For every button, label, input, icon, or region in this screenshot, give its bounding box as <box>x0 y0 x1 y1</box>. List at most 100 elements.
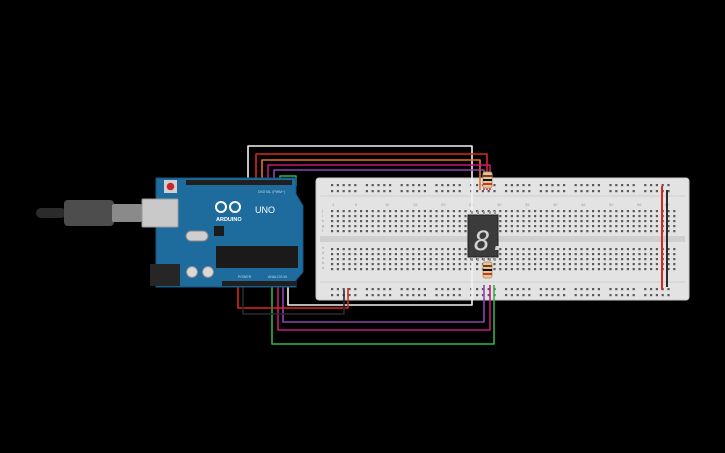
breadboard-hole[interactable] <box>348 258 351 261</box>
breadboard-hole[interactable] <box>371 294 374 297</box>
breadboard-hole[interactable] <box>412 220 415 223</box>
breadboard-hole[interactable] <box>418 184 421 187</box>
breadboard-hole[interactable] <box>400 248 403 251</box>
breadboard-hole[interactable] <box>348 225 351 228</box>
breadboard-hole[interactable] <box>505 225 508 228</box>
breadboard-hole[interactable] <box>539 215 542 218</box>
breadboard-hole[interactable] <box>429 210 432 213</box>
breadboard-hole[interactable] <box>534 258 537 261</box>
breadboard-hole[interactable] <box>667 253 670 256</box>
breadboard-hole[interactable] <box>661 294 664 297</box>
breadboard-hole[interactable] <box>597 258 600 261</box>
breadboard-hole[interactable] <box>563 268 566 271</box>
breadboard-hole[interactable] <box>516 294 519 297</box>
breadboard-hole[interactable] <box>592 253 595 256</box>
breadboard-hole[interactable] <box>336 210 339 213</box>
breadboard-hole[interactable] <box>557 230 560 233</box>
breadboard-hole[interactable] <box>621 215 624 218</box>
breadboard-hole[interactable] <box>365 288 368 291</box>
breadboard-hole[interactable] <box>568 248 571 251</box>
breadboard-hole[interactable] <box>667 230 670 233</box>
breadboard-hole[interactable] <box>383 253 386 256</box>
breadboard-hole[interactable] <box>423 210 426 213</box>
breadboard-hole[interactable] <box>597 230 600 233</box>
breadboard-hole[interactable] <box>563 253 566 256</box>
breadboard-hole[interactable] <box>545 230 548 233</box>
breadboard-hole[interactable] <box>429 230 432 233</box>
breadboard-hole[interactable] <box>394 268 397 271</box>
breadboard-hole[interactable] <box>487 190 490 193</box>
breadboard-hole[interactable] <box>673 215 676 218</box>
breadboard-hole[interactable] <box>406 263 409 266</box>
breadboard-hole[interactable] <box>563 220 566 223</box>
breadboard-hole[interactable] <box>377 263 380 266</box>
breadboard-hole[interactable] <box>441 263 444 266</box>
breadboard-hole[interactable] <box>441 210 444 213</box>
breadboard-hole[interactable] <box>551 220 554 223</box>
breadboard-hole[interactable] <box>435 220 438 223</box>
breadboard-hole[interactable] <box>360 225 363 228</box>
breadboard-hole[interactable] <box>365 215 368 218</box>
breadboard-hole[interactable] <box>452 288 455 291</box>
breadboard-hole[interactable] <box>563 294 566 297</box>
breadboard-hole[interactable] <box>342 288 345 291</box>
breadboard-hole[interactable] <box>360 215 363 218</box>
breadboard-hole[interactable] <box>452 253 455 256</box>
breadboard-hole[interactable] <box>429 263 432 266</box>
breadboard-hole[interactable] <box>365 268 368 271</box>
breadboard-hole[interactable] <box>458 184 461 187</box>
breadboard-hole[interactable] <box>447 215 450 218</box>
breadboard-hole[interactable] <box>342 220 345 223</box>
breadboard-hole[interactable] <box>597 184 600 187</box>
breadboard-hole[interactable] <box>412 184 415 187</box>
breadboard-hole[interactable] <box>342 210 345 213</box>
breadboard-hole[interactable] <box>377 258 380 261</box>
breadboard-hole[interactable] <box>568 263 571 266</box>
breadboard-hole[interactable] <box>336 258 339 261</box>
breadboard-hole[interactable] <box>539 220 542 223</box>
breadboard-hole[interactable] <box>354 288 357 291</box>
breadboard-hole[interactable] <box>365 184 368 187</box>
breadboard-hole[interactable] <box>342 184 345 187</box>
breadboard-hole[interactable] <box>586 210 589 213</box>
breadboard-hole[interactable] <box>365 258 368 261</box>
breadboard-hole[interactable] <box>528 268 531 271</box>
breadboard-hole[interactable] <box>580 230 583 233</box>
breadboard-hole[interactable] <box>615 268 618 271</box>
breadboard-hole[interactable] <box>563 248 566 251</box>
breadboard-hole[interactable] <box>336 220 339 223</box>
breadboard-hole[interactable] <box>516 288 519 291</box>
breadboard-hole[interactable] <box>580 220 583 223</box>
breadboard-hole[interactable] <box>365 253 368 256</box>
breadboard-hole[interactable] <box>580 288 583 291</box>
breadboard-hole[interactable] <box>360 258 363 261</box>
breadboard-hole[interactable] <box>615 253 618 256</box>
breadboard-hole[interactable] <box>563 258 566 261</box>
breadboard-hole[interactable] <box>586 184 589 187</box>
breadboard-hole[interactable] <box>348 263 351 266</box>
breadboard-hole[interactable] <box>464 230 467 233</box>
breadboard-hole[interactable] <box>342 248 345 251</box>
breadboard-hole[interactable] <box>418 294 421 297</box>
breadboard-hole[interactable] <box>342 225 345 228</box>
breadboard-hole[interactable] <box>365 210 368 213</box>
breadboard-hole[interactable] <box>412 253 415 256</box>
breadboard-hole[interactable] <box>423 215 426 218</box>
breadboard-hole[interactable] <box>592 225 595 228</box>
breadboard-hole[interactable] <box>673 220 676 223</box>
breadboard-hole[interactable] <box>354 225 357 228</box>
breadboard-hole[interactable] <box>452 215 455 218</box>
breadboard-hole[interactable] <box>621 294 624 297</box>
breadboard-hole[interactable] <box>365 263 368 266</box>
breadboard-hole[interactable] <box>383 263 386 266</box>
breadboard-hole[interactable] <box>655 294 658 297</box>
breadboard-hole[interactable] <box>394 258 397 261</box>
breadboard-hole[interactable] <box>592 230 595 233</box>
breadboard-hole[interactable] <box>586 263 589 266</box>
breadboard-hole[interactable] <box>371 248 374 251</box>
breadboard-hole[interactable] <box>389 248 392 251</box>
breadboard-hole[interactable] <box>371 258 374 261</box>
seven-segment-display[interactable]: 8. <box>467 211 507 261</box>
breadboard-hole[interactable] <box>563 230 566 233</box>
breadboard-hole[interactable] <box>522 184 525 187</box>
